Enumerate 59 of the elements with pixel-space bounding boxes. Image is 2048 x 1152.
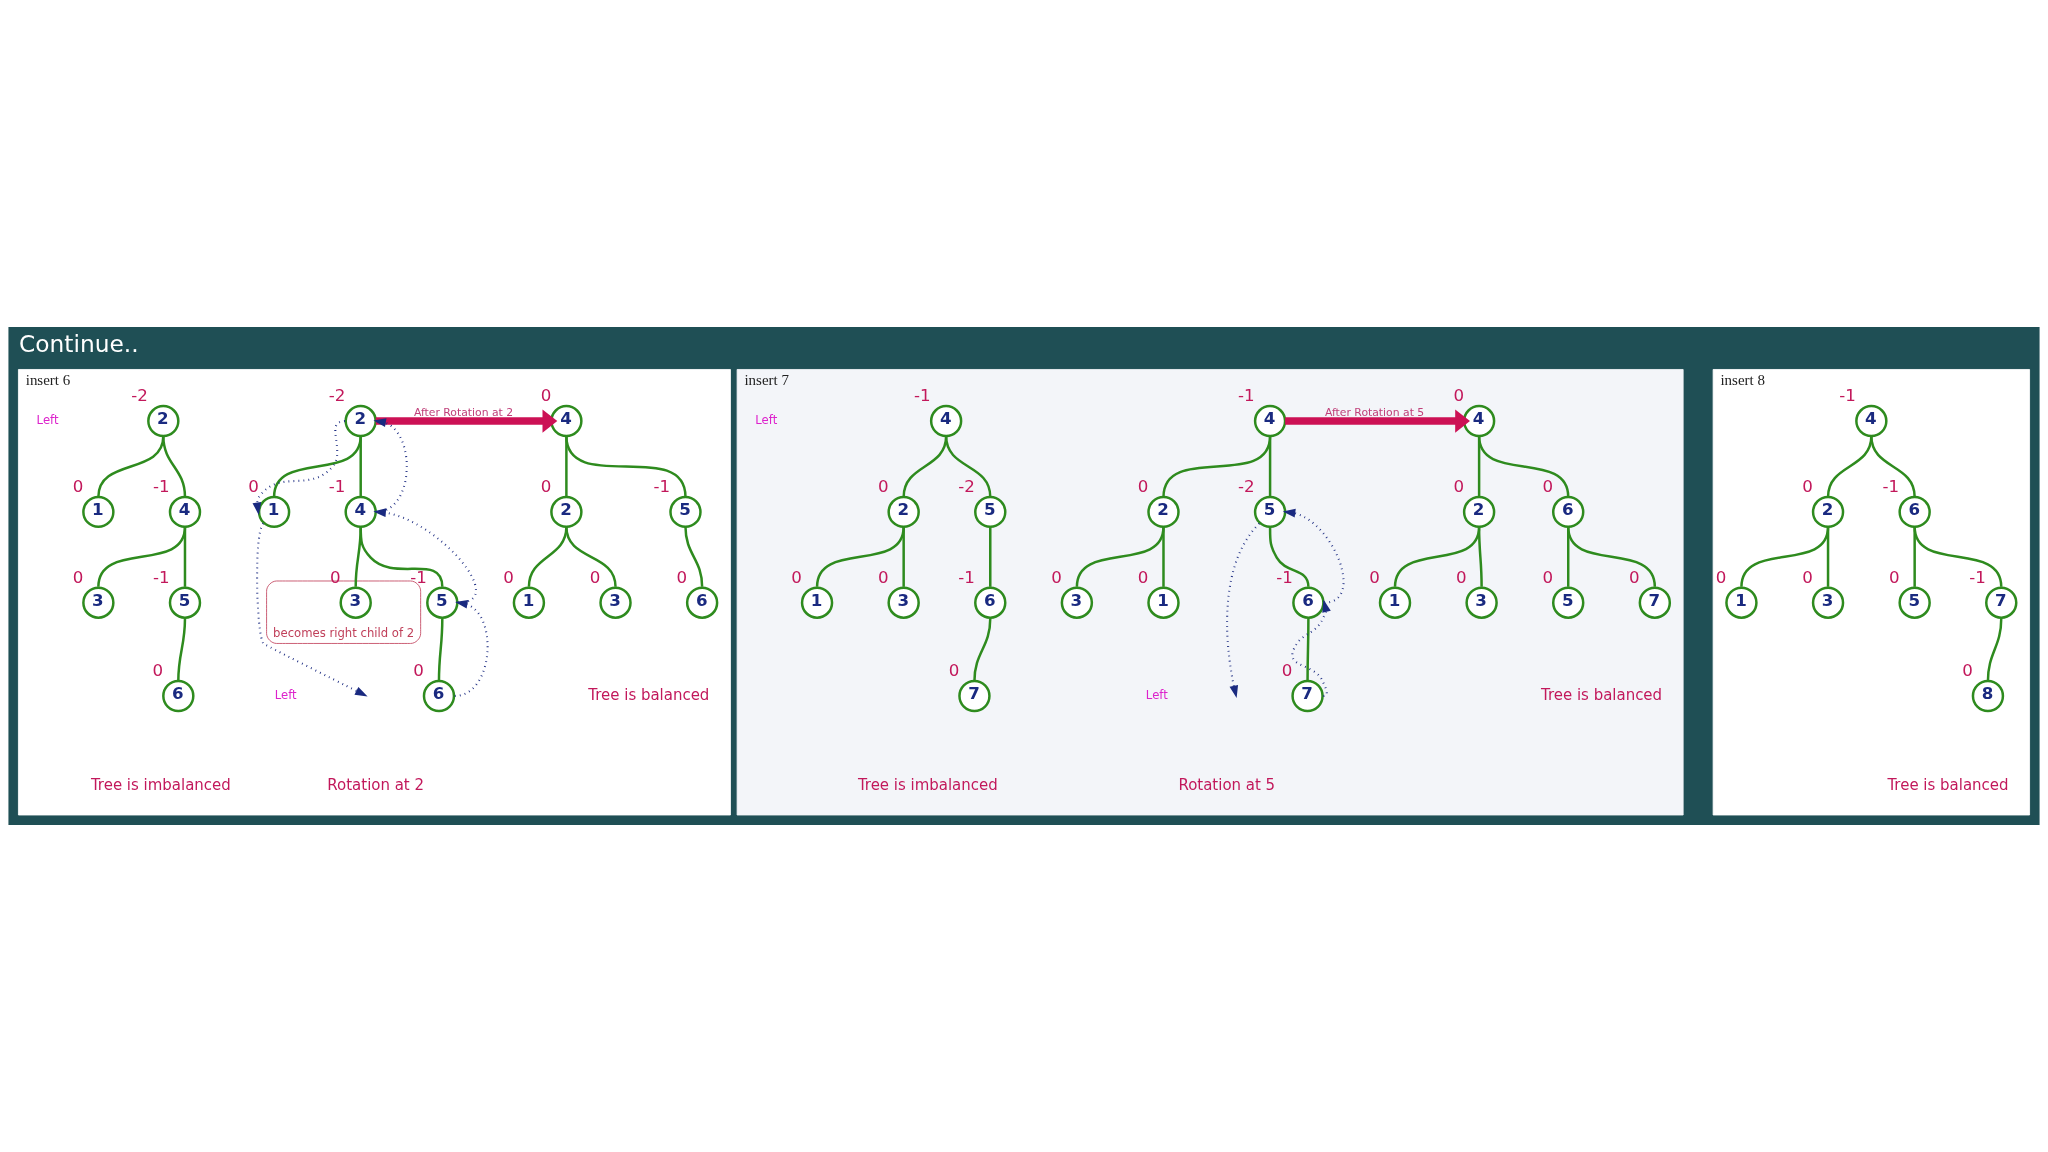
node-label: 0: [791, 567, 802, 587]
edge-label: After Rotation at 2: [413, 405, 514, 419]
node-label: -1: [152, 476, 170, 496]
node-label: -2: [958, 476, 975, 496]
label: Rotation at 2: [327, 776, 425, 795]
node-label: -1: [1839, 386, 1856, 406]
label: Left: [36, 413, 59, 428]
node-label: 0: [676, 567, 688, 587]
node-label: -1: [1276, 567, 1293, 587]
node-label: 0: [540, 386, 552, 406]
label: Tree is balanced: [1540, 685, 1663, 704]
node-label: 0: [152, 660, 164, 680]
node-label: -1: [152, 567, 170, 587]
node-label: -2: [1238, 476, 1255, 496]
label: Tree is balanced: [1887, 776, 2009, 795]
node-label: 0: [1542, 567, 1554, 587]
label: Left: [1145, 688, 1168, 702]
label: Left: [755, 413, 778, 428]
node-label: 0: [1542, 476, 1554, 496]
node-label: 0: [1137, 567, 1149, 587]
label: Left: [274, 688, 297, 702]
node-label: -2: [328, 386, 346, 406]
node-label: -1: [1238, 386, 1255, 406]
node-label: 0: [948, 660, 960, 680]
node-label: -1: [1969, 567, 1986, 587]
node-label: 0: [248, 476, 259, 496]
node-label: 0: [1137, 476, 1149, 496]
node-label: 0: [413, 660, 424, 680]
edge-label: After Rotation at 5: [1324, 405, 1425, 419]
node-label: -2: [131, 386, 148, 406]
node-label: 0: [1281, 660, 1293, 680]
node-label: 0: [877, 476, 889, 496]
node-label: 0: [1369, 567, 1380, 587]
node-label: 0: [1051, 567, 1062, 587]
node-label: -1: [1882, 476, 1900, 496]
node-label: 0: [1453, 386, 1465, 406]
node-label: 0: [1888, 567, 1900, 587]
node-label: 0: [1802, 476, 1813, 496]
node-label: 0: [72, 567, 84, 587]
label: Tree is balanced: [588, 685, 710, 704]
label: Tree is imbalanced: [857, 776, 998, 795]
node-label: 0: [1802, 567, 1813, 587]
label: Tree is imbalanced: [90, 776, 231, 795]
node-label: 0: [1715, 567, 1727, 587]
diagram-title: Continue..: [19, 330, 139, 358]
node-label: 0: [1629, 567, 1640, 587]
node-label: -1: [653, 476, 671, 496]
label: Rotation at 5: [1178, 776, 1276, 795]
node-label: 0: [589, 567, 601, 587]
node-label: -1: [958, 567, 975, 587]
node-label: 0: [503, 567, 514, 587]
node-label: 0: [1455, 567, 1467, 587]
node-label: 0: [540, 476, 552, 496]
node-label: 0: [1962, 660, 1973, 680]
node-label: -1: [914, 386, 931, 406]
node-label: 0: [72, 476, 84, 496]
node-label: 0: [1453, 476, 1465, 496]
node-label: 0: [877, 567, 889, 587]
node-label: -1: [328, 476, 346, 496]
